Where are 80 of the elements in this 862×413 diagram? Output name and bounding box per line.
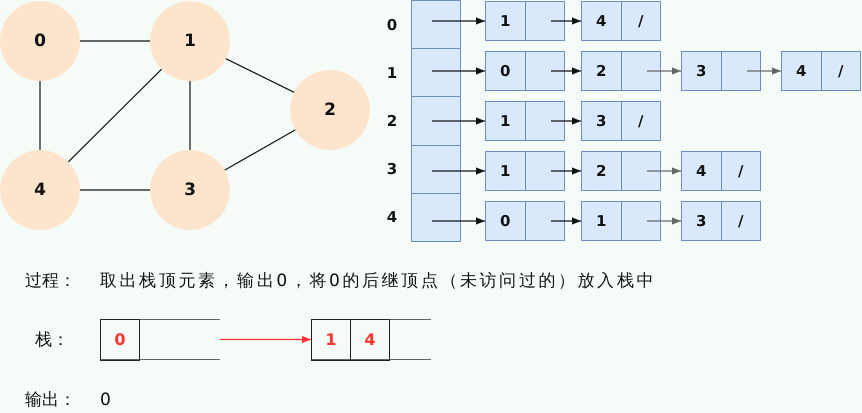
list-node	[581, 101, 661, 141]
arrow	[647, 217, 681, 225]
row-index: 3	[386, 160, 398, 178]
arrow	[551, 217, 581, 225]
arrow	[432, 167, 485, 175]
list-node	[581, 201, 661, 241]
node-value: 3	[695, 61, 708, 82]
connector-line	[226, 58, 294, 93]
stack-slot: 0	[100, 318, 140, 360]
list-node	[485, 151, 565, 191]
arrow	[551, 167, 581, 175]
array-slot	[411, 0, 461, 50]
output-value: 0	[100, 390, 111, 410]
arrow	[647, 67, 681, 75]
stack	[311, 319, 431, 360]
process-label: 过程：	[25, 271, 76, 291]
null-pointer: /	[638, 12, 644, 30]
arrow	[432, 67, 485, 75]
node-value: 2	[595, 161, 608, 182]
vertex-circle: 4	[0, 150, 80, 230]
arrow	[432, 17, 485, 25]
arrow	[432, 117, 485, 125]
connector-line	[224, 129, 296, 171]
list-node	[485, 101, 565, 141]
list-node	[681, 151, 761, 191]
array-slot	[411, 192, 461, 242]
output-label: 输出：	[25, 390, 76, 410]
node-value: 1	[595, 211, 608, 232]
list-node	[581, 51, 661, 91]
row-index: 4	[386, 208, 398, 226]
null-pointer: /	[738, 212, 744, 230]
row-index: 1	[386, 64, 398, 82]
array-slot	[411, 48, 461, 98]
node-value: 4	[595, 11, 608, 32]
arrow	[432, 217, 485, 225]
row-index: 0	[386, 16, 398, 34]
vertex-circle: 2	[290, 70, 370, 150]
connector-line	[68, 68, 162, 162]
arrow	[551, 67, 581, 75]
node-value: 1	[499, 111, 512, 132]
list-node	[581, 151, 661, 191]
connector-line	[189, 81, 191, 150]
arrow	[220, 336, 311, 344]
list-node	[485, 1, 565, 41]
node-value: 3	[595, 111, 608, 132]
array-slot	[411, 144, 461, 194]
node-value: 0	[499, 61, 512, 82]
connector-line	[80, 40, 150, 42]
stack-slot: 4	[350, 318, 390, 360]
list-node	[781, 51, 861, 91]
list-node	[485, 51, 565, 91]
node-value: 4	[795, 61, 808, 82]
row-index: 2	[386, 112, 398, 130]
node-value: 4	[695, 161, 708, 182]
array-slot	[411, 96, 461, 146]
arrow	[647, 167, 681, 175]
stack-label: 栈：	[35, 330, 69, 350]
vertex-circle: 0	[0, 1, 80, 81]
node-value: 2	[595, 61, 608, 82]
list-node	[681, 51, 761, 91]
stack-slot: 1	[311, 318, 351, 360]
null-pointer: /	[638, 112, 644, 130]
vertex-circle: 1	[150, 1, 230, 81]
list-node	[581, 1, 661, 41]
node-value: 3	[695, 211, 708, 232]
arrow	[551, 117, 581, 125]
node-value: 0	[499, 211, 512, 232]
arrow	[747, 67, 781, 75]
arrow	[551, 17, 581, 25]
node-value: 1	[499, 161, 512, 182]
list-node	[681, 201, 761, 241]
list-node	[485, 201, 565, 241]
vertex-circle: 3	[150, 150, 230, 230]
connector-line	[39, 81, 41, 150]
node-value: 1	[499, 11, 512, 32]
stack	[100, 319, 220, 360]
connector-line	[80, 189, 150, 191]
process-description: 取出栈顶元素，输出0，将0的后继顶点（未访问过的）放入栈中	[100, 271, 656, 291]
null-pointer: /	[738, 162, 744, 180]
null-pointer: /	[838, 62, 844, 80]
